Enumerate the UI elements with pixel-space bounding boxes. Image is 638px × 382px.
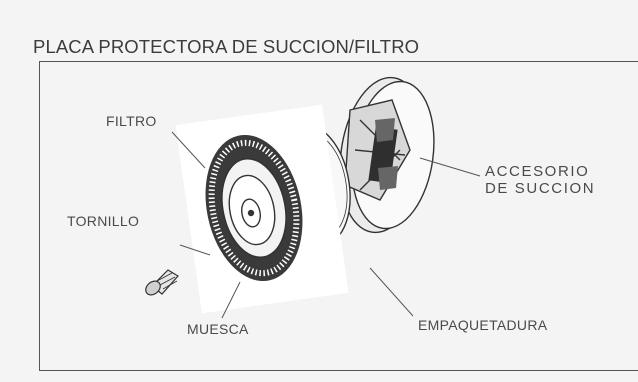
suction-fitting-part <box>339 76 435 234</box>
label-accesorio-line1: ACCESORIO <box>485 163 590 180</box>
leader-line-muesca <box>221 281 241 319</box>
label-empaquetadura: EMPAQUETADURA <box>418 317 548 333</box>
screw-part <box>145 269 179 296</box>
leader-line-empaquetadura <box>369 267 414 317</box>
label-accesorio-line2: DE SUCCION <box>485 180 596 197</box>
label-accesorio: ACCESORIO DE SUCCION <box>485 163 595 197</box>
leader-line-accesorio <box>419 157 481 177</box>
label-filtro: FILTRO <box>106 113 157 129</box>
label-tornillo: TORNILLO <box>67 213 140 229</box>
filter-part <box>175 104 349 314</box>
leader-lines <box>171 131 481 319</box>
leader-line-filtro <box>171 131 206 169</box>
diagram-title: PLACA PROTECTORA DE SUCCION/FILTRO <box>33 36 420 57</box>
leader-line-tornillo <box>179 244 211 256</box>
label-muesca: MUESCA <box>187 321 249 337</box>
